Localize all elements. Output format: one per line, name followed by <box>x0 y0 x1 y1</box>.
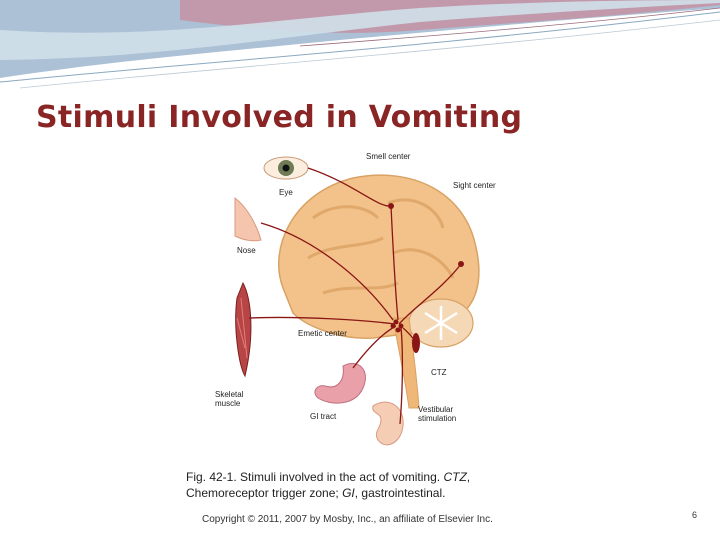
brain-folds <box>307 198 455 295</box>
banner-line-1 <box>0 11 720 83</box>
vomiting-stimuli-figure: Smell center Eye Sight center Nose Emeti… <box>213 148 505 456</box>
banner-line-2 <box>19 19 720 89</box>
stimulus-pathways <box>248 167 462 425</box>
slide-title: Stimuli Involved in Vomiting <box>36 100 523 135</box>
nose-illustration <box>234 196 262 242</box>
copyright-notice: Copyright © 2011, 2007 by Mosby, Inc., a… <box>202 514 493 525</box>
gi-tract-illustration <box>314 363 366 404</box>
skeletal-muscle-illustration <box>235 281 252 378</box>
ear-illustration <box>372 401 404 446</box>
eye-label: Eye <box>279 188 293 197</box>
header-banner <box>0 0 720 89</box>
figure-caption: Fig. 42-1. Stimuli involved in the act o… <box>186 470 471 500</box>
banner-line-3 <box>299 7 720 47</box>
banner-wave-light <box>0 0 720 60</box>
ctz-marker <box>412 333 420 353</box>
brainstem-illustration <box>392 317 420 409</box>
pathway-nodes <box>388 203 464 333</box>
ctz-label: CTZ <box>431 368 447 377</box>
emetic-center-label: Emetic center <box>298 329 347 338</box>
page-number: 6 <box>692 510 698 520</box>
gi-tract-label: GI tract <box>310 412 337 421</box>
sight-center-label: Sight center <box>453 181 496 190</box>
smell-center-label: Smell center <box>366 152 411 161</box>
nose-label: Nose <box>237 246 256 255</box>
